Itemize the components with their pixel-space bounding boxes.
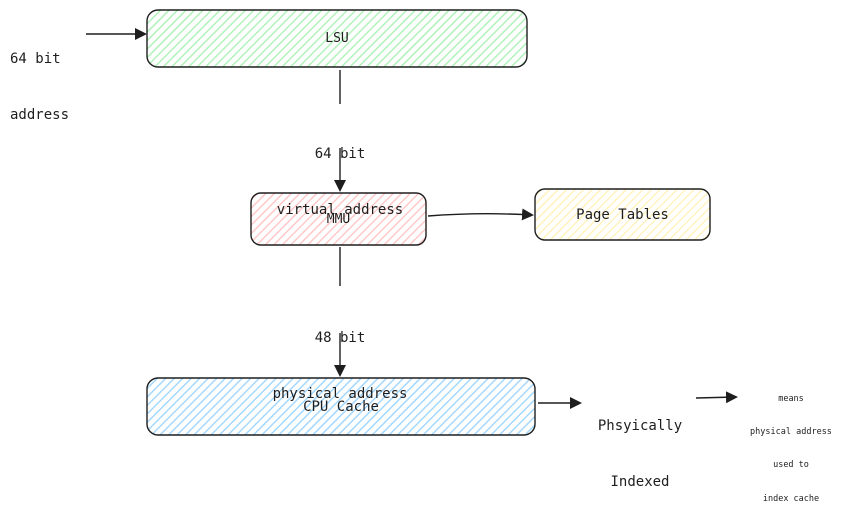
arrow-mmu-to-page-tables [427, 208, 534, 221]
arrow-indexed-to-note [695, 391, 738, 404]
input-address-text: 64 bit address [10, 12, 69, 163]
lsu-label: LSU [325, 31, 349, 46]
physical-address-line1: 48 bit [314, 329, 366, 346]
note-line4: index cache [762, 493, 820, 504]
cpu-cache-label: CPU Cache [303, 398, 379, 415]
virtual-address-line2: virtual address [276, 202, 404, 219]
note-line2: physical address [750, 427, 832, 438]
note-line3: used to [773, 460, 809, 471]
physically-indexed-text: Phsyically Indexed [588, 379, 692, 530]
diagram-canvas: LSU MMU Page Tables CPU Cache 64 bit add… [10, 9, 832, 504]
physically-indexed-line2: Indexed [610, 474, 670, 491]
virtual-address-text: 64 bit virtual address [260, 107, 420, 258]
physically-indexed-line1: Phsyically [597, 417, 683, 434]
note-line1: means [778, 394, 804, 405]
input-address-line2: address [10, 107, 70, 124]
lsu-box [146, 9, 528, 68]
mmu-label: MMU [326, 211, 351, 227]
physical-address-line2: physical address [272, 386, 408, 403]
cpu-cache-box [146, 377, 536, 436]
input-address-line1: 64 bit [10, 50, 61, 67]
mmu-box [250, 192, 427, 246]
physical-address-text: 48 bit physical address [255, 291, 425, 442]
page-tables-box [534, 188, 711, 241]
diagram-svg [86, 9, 738, 436]
page-tables-label: Page Tables [576, 206, 669, 223]
virtual-address-line1: 64 bit [314, 145, 366, 162]
note-text: means physical address used to index cac… [737, 372, 845, 527]
